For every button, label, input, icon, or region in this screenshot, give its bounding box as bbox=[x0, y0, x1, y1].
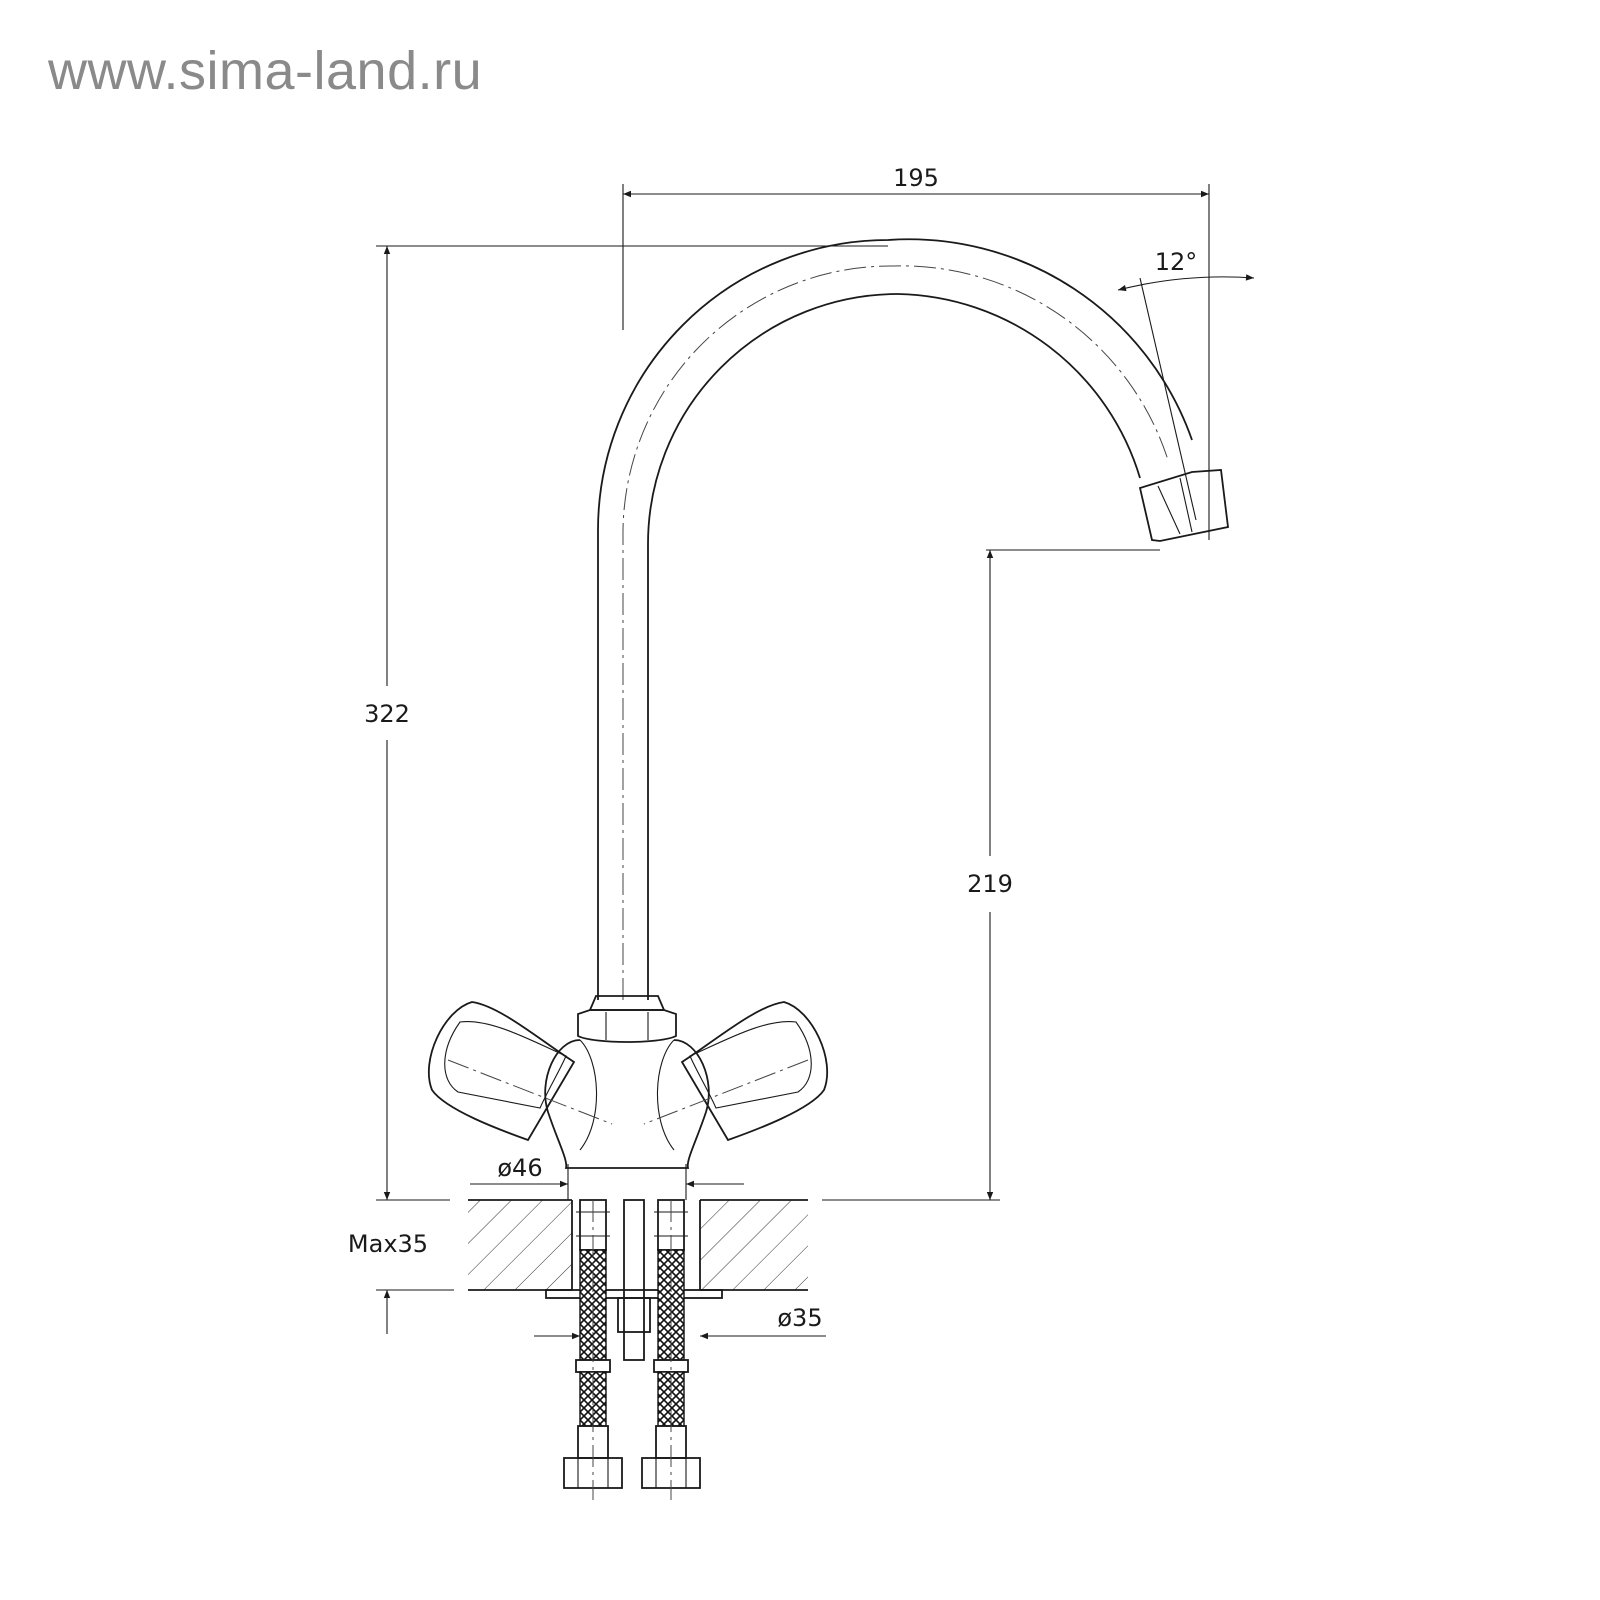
spout-height-label: 219 bbox=[967, 870, 1013, 898]
height-label: 322 bbox=[364, 700, 410, 728]
width-label: 195 bbox=[893, 164, 939, 192]
aerator bbox=[1138, 469, 1229, 542]
dimension-max-thickness: Max35 bbox=[348, 1230, 454, 1334]
spout bbox=[597, 238, 1193, 1000]
dimension-hole-diameter: ø35 bbox=[534, 1304, 826, 1340]
supply-hoses bbox=[563, 1199, 701, 1500]
hole-diameter-label: ø35 bbox=[777, 1304, 822, 1332]
dimension-width: 195 bbox=[622, 164, 1210, 540]
max-thickness-label: Max35 bbox=[348, 1230, 428, 1258]
base-diameter-label: ø46 bbox=[497, 1154, 542, 1182]
mixer-body bbox=[544, 995, 710, 1169]
dimension-spout-height: 219 bbox=[822, 549, 1160, 1201]
left-handle bbox=[427, 1001, 613, 1142]
angle-label: 12° bbox=[1155, 248, 1198, 276]
watermark: www.sima-land.ru bbox=[48, 41, 483, 101]
dimension-angle: 12° bbox=[1117, 248, 1255, 521]
right-handle bbox=[643, 1001, 829, 1142]
dimension-height: 322 bbox=[364, 245, 888, 1201]
dimension-base-diameter: ø46 bbox=[470, 1154, 744, 1200]
countertop-section bbox=[468, 1199, 808, 1299]
